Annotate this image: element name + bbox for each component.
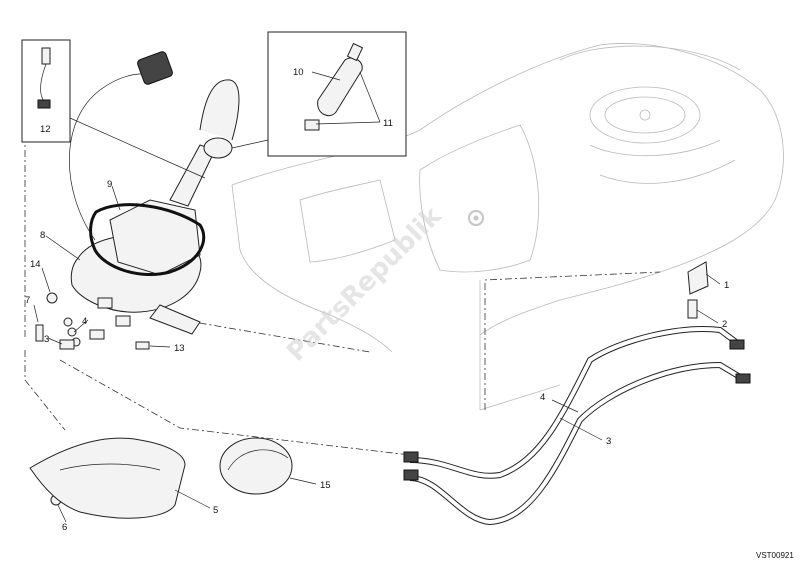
fuel-tank-ghost [231,43,784,411]
callout-3: 3 [606,436,611,447]
reference-code: VST00921 [756,551,794,560]
callout-4: 4 [540,392,545,403]
callout-7: 7 [25,295,30,306]
callout-12: 12 [40,124,51,135]
watermark: PartsRepublik [281,201,448,368]
callout-11: 11 [383,118,393,129]
callout-14: 14 [30,259,41,270]
callout-1: 1 [724,280,729,291]
callout-5: 5 [213,505,218,516]
callout-2: 2 [722,319,727,330]
gear-icon [467,209,485,227]
fuel-lines [403,326,751,526]
fuel-pump-assembly [69,51,240,335]
callout-13: 13 [174,343,185,354]
callout-leaders [33,71,721,523]
callout-8: 8 [40,230,45,241]
callout-3b: 3 [44,334,49,345]
callout-15: 15 [320,480,331,491]
connector-inset [21,39,206,179]
callout-6: 6 [62,522,67,533]
lower-cover [29,437,293,519]
callout-9: 9 [107,179,112,190]
callout-10: 10 [293,67,304,78]
callout-4b: 4 [82,316,87,327]
fuel-filter-inset [231,31,407,157]
callout-labels: 1 2 3 3 4 4 5 6 7 8 9 10 11 12 13 14 15 [25,67,729,533]
